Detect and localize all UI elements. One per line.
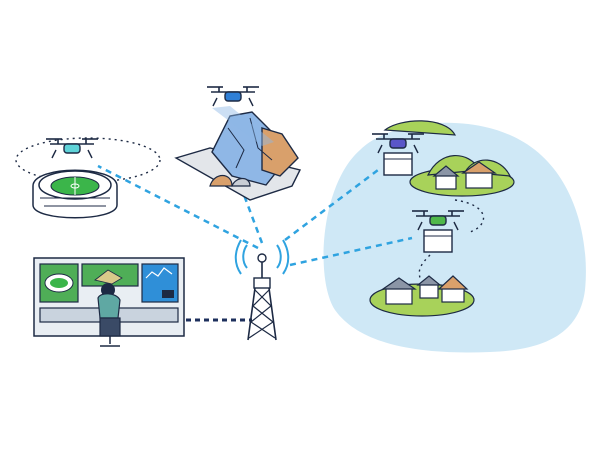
link-tower-island-drone bbox=[284, 169, 379, 241]
drone-icon bbox=[45, 138, 99, 159]
delivery-package-icon bbox=[423, 229, 453, 253]
rocky-terrain-icon bbox=[174, 106, 302, 201]
drone-icon bbox=[411, 210, 465, 253]
island-houses-icon bbox=[409, 155, 515, 197]
drone-icon bbox=[206, 86, 260, 107]
island-houses-icon bbox=[369, 275, 475, 317]
drone-icon bbox=[371, 133, 425, 176]
delivery-route bbox=[418, 199, 485, 279]
radio-tower-icon bbox=[234, 239, 290, 341]
stadium-icon bbox=[32, 169, 118, 219]
delivery-package-icon bbox=[383, 152, 413, 176]
hill-back bbox=[383, 120, 457, 136]
link-tower-delivery-drone bbox=[289, 236, 413, 267]
link-tower-stadium bbox=[97, 164, 259, 250]
link-tower-terrain bbox=[242, 194, 264, 244]
operator-icon bbox=[97, 283, 121, 347]
